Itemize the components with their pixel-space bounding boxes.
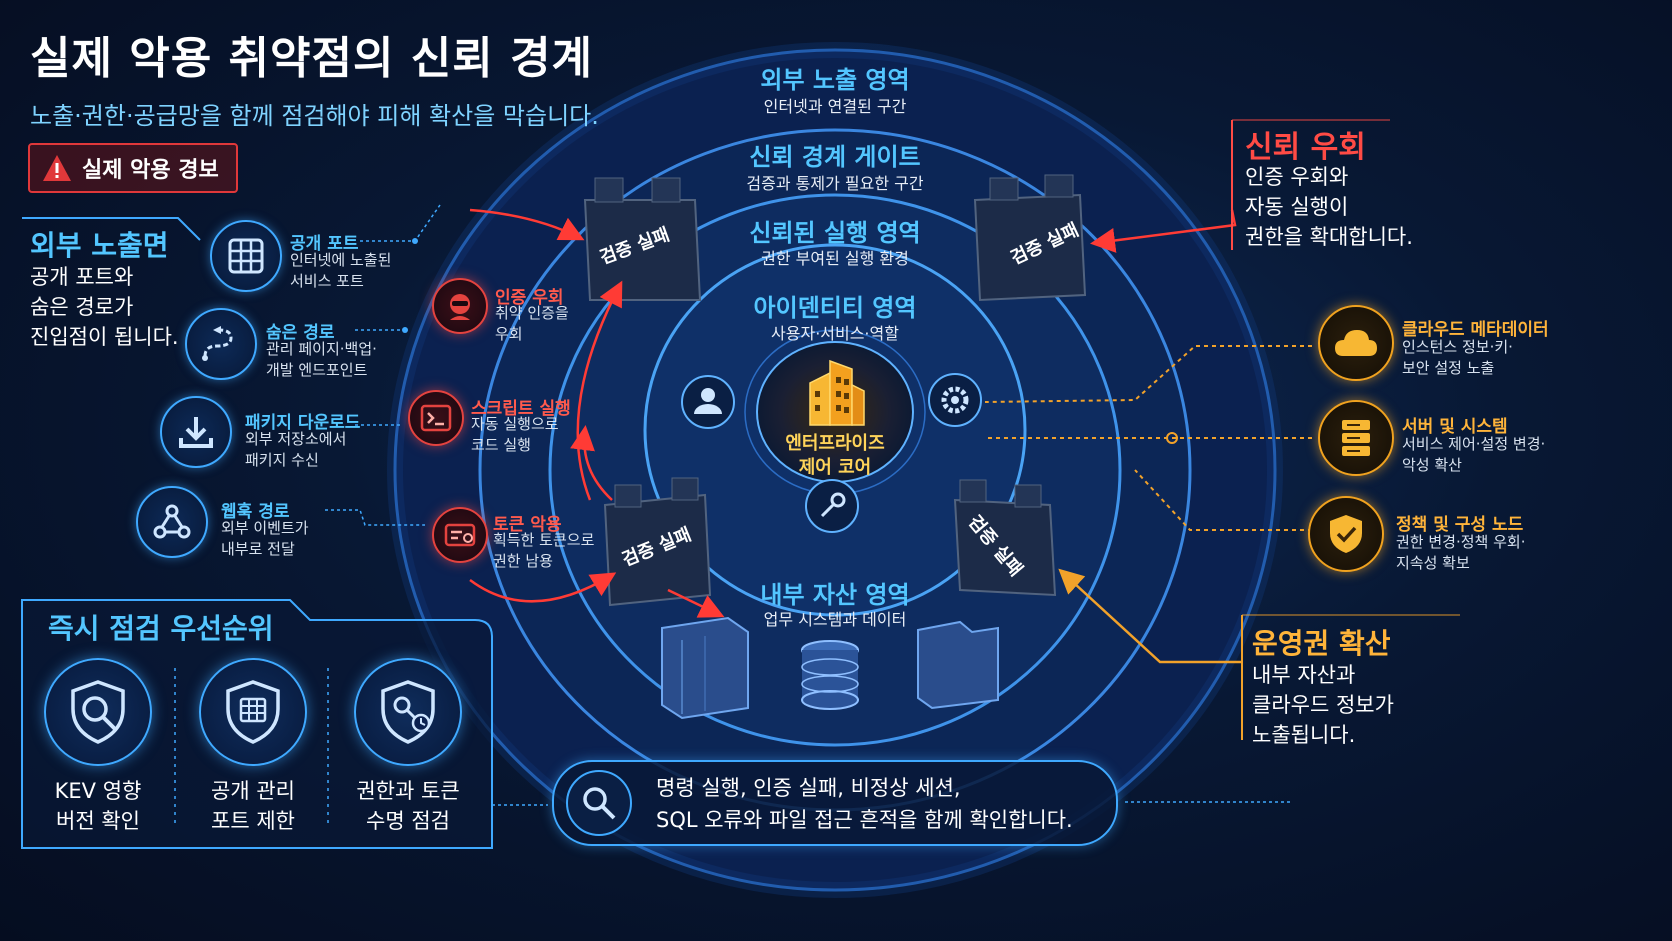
arrow-token-abuse — [469, 572, 617, 603]
asset-server-rack — [661, 616, 749, 720]
right-item-server-desc: 서비스 제어·설정 변경· 악성 확산 — [1402, 435, 1546, 474]
item-webhook-title: 웹훅 경로 — [221, 502, 290, 522]
ring-external-sub: 인터넷과 연결된 구간 — [763, 97, 907, 116]
webhook-icon-circle — [136, 486, 208, 558]
priority-item-port: 공개 관리 포트 제한 — [183, 658, 323, 836]
wall-bottom-right — [953, 479, 1057, 597]
shield-check-icon — [1330, 515, 1362, 553]
shield-grid-icon — [226, 680, 280, 744]
alert-label: 실제 악용 경보 — [82, 158, 219, 183]
wall-bottom-left — [603, 477, 712, 607]
priority-kev-circle — [44, 658, 152, 766]
left-panel-description: 공개 포트와 숨은 경로가 진입점이 됩니다. — [30, 265, 179, 349]
priority-heading: 즉시 점검 우선순위 — [48, 612, 274, 645]
exploit-alert-badge: 실제 악용 경보 — [28, 143, 238, 193]
policy-icon-circle — [1308, 496, 1384, 572]
webhook-icon — [153, 504, 191, 539]
page-title: 실제 악용 취약점의 신뢰 경계 — [30, 33, 594, 84]
right-bottom-description: 내부 자산과 클라우드 정보가 노출됩니다. — [1252, 663, 1394, 747]
asset-database — [801, 640, 859, 710]
attack-token-abuse-desc: 획득한 토큰으로 권한 남용 — [493, 531, 595, 570]
ring-exec-title: 신뢰된 실행 영역 — [749, 219, 921, 247]
attack-script-exec-title: 스크립트 실행 — [471, 399, 571, 419]
priority-token-label: 권한과 토큰 수명 점검 — [356, 779, 460, 833]
download-icon-circle — [160, 396, 232, 468]
attack-auth-bypass-desc: 취약 인증을 우회 — [495, 304, 569, 343]
building-icon — [809, 359, 865, 426]
grid-port-icon — [228, 238, 264, 274]
right-item-policy-desc: 권한 변경·정책 우회· 지속성 확보 — [1396, 533, 1526, 572]
priority-item-token: 권한과 토큰 수명 점검 — [338, 658, 478, 836]
item-hidden-path-title: 숨은 경로 — [266, 323, 335, 343]
auth-bypass-icon-circle — [432, 278, 488, 334]
right-item-cloud-desc: 인스턴스 정보·키· 보안 설정 노출 — [1402, 338, 1513, 377]
attack-token-abuse-title: 토큰 악용 — [493, 515, 562, 535]
cloud-icon — [1335, 330, 1377, 356]
arrow-ops-spread — [1058, 568, 1242, 664]
arrow-script-exec — [576, 280, 623, 501]
token-icon — [444, 523, 476, 547]
monitoring-note-text: 명령 실행, 인증 실패, 비정상 세션, SQL 오류와 파일 접근 흔적을 … — [656, 776, 1073, 832]
priority-port-circle — [199, 658, 307, 766]
priority-token-circle — [354, 658, 462, 766]
asset-folder — [917, 620, 999, 710]
attack-auth-bypass-title: 인증 우회 — [495, 288, 564, 308]
warning-icon — [43, 155, 71, 181]
token-abuse-icon-circle — [432, 507, 488, 563]
right-top-heading: 신뢰 우회 — [1245, 130, 1366, 165]
cloud-icon-circle — [1318, 305, 1394, 381]
left-panel-heading: 외부 노출면 — [30, 229, 169, 262]
right-item-policy-title: 정책 및 구성 노드 — [1396, 515, 1524, 535]
right-item-cloud-title: 클라우드 메타데이터 — [1402, 320, 1549, 340]
item-public-port-title: 공개 포트 — [290, 234, 359, 254]
item-package-download-desc: 외부 저장소에서 패키지 수신 — [245, 430, 347, 469]
priority-item-kev: KEV 영향 버전 확인 — [28, 658, 168, 836]
download-icon — [179, 417, 213, 448]
item-hidden-path-desc: 관리 페이지·백업· 개발 엔드포인트 — [266, 340, 377, 379]
right-item-server-title: 서버 및 시스템 — [1402, 417, 1508, 437]
ring-internal-sub: 업무 시스템과 데이터 — [763, 610, 907, 629]
hidden-path-icon — [202, 326, 233, 361]
right-top-description: 인증 우회와 자동 실행이 권한을 확대합니다. — [1245, 165, 1413, 249]
item-public-port-desc: 인터넷에 노출된 서비스 포트 — [290, 251, 392, 290]
priority-port-label: 공개 관리 포트 제한 — [211, 779, 295, 833]
hidden-path-icon-circle — [185, 308, 257, 380]
monitor-search-circle — [566, 770, 632, 836]
ring-identity-sub: 사용자·서비스·역할 — [771, 324, 899, 343]
port-icon-circle — [210, 220, 282, 292]
wall-top-right — [973, 174, 1087, 302]
monitoring-note-box — [552, 760, 1118, 846]
right-bottom-heading: 운영권 확산 — [1252, 627, 1391, 660]
shield-search-icon — [71, 680, 125, 744]
arrow-auth-bypass — [469, 208, 585, 241]
core-label: 엔터프라이즈 제어 코어 — [785, 433, 885, 478]
page-subtitle: 노출·권한·공급망을 함께 점검해야 피해 확산을 막습니다. — [30, 102, 599, 130]
ring-external-title: 외부 노출 영역 — [760, 66, 910, 94]
server-icon-circle — [1318, 400, 1394, 476]
ring-gate-title: 신뢰 경계 게이트 — [749, 143, 921, 171]
ring-internal-title: 내부 자산 영역 — [760, 581, 910, 609]
priority-kev-label: KEV 영향 버전 확인 — [54, 779, 142, 833]
wall-top-left — [583, 177, 702, 301]
hacker-icon — [450, 294, 470, 320]
ring-exec-sub: 권한 부여된 실행 환경 — [761, 249, 909, 268]
script-exec-icon-circle — [408, 390, 464, 446]
terminal-icon — [420, 404, 452, 432]
attack-script-exec-desc: 자동 실행으로 코드 실행 — [471, 415, 559, 454]
server-icon — [1342, 420, 1370, 456]
item-webhook-desc: 외부 이벤트가 내부로 전달 — [221, 519, 309, 558]
search-icon — [583, 787, 616, 820]
ring-identity-title: 아이덴티티 영역 — [753, 294, 917, 322]
shield-key-icon — [381, 680, 435, 744]
item-package-download-title: 패키지 다운로드 — [245, 413, 361, 433]
ring-gate-sub: 검증과 통제가 필요한 구간 — [746, 174, 924, 193]
